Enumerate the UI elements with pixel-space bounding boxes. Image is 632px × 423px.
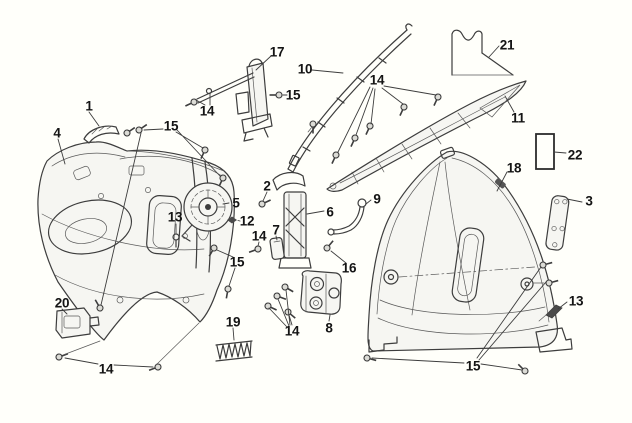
- part-17-bracket: [183, 55, 273, 142]
- callout-20: 20: [54, 295, 70, 311]
- part-9-lever: [327, 198, 372, 236]
- screw-15-right-of-bracket: [268, 91, 288, 99]
- callout-10: 10: [297, 61, 313, 77]
- inner-cover-panel: [367, 146, 573, 353]
- callout-15: 15: [285, 87, 301, 103]
- screws-15-lower-left: [205, 243, 236, 300]
- clip-13-left: [172, 223, 180, 248]
- callout-15: 15: [229, 254, 245, 270]
- callout-12: 12: [239, 213, 255, 229]
- callout-1: 1: [85, 98, 93, 114]
- front-cover-panel: [37, 141, 235, 341]
- callout-14: 14: [251, 228, 267, 244]
- callout-14: 14: [98, 361, 114, 377]
- callout-2: 2: [263, 178, 271, 194]
- bolt-16: [321, 237, 347, 264]
- screws-14-bottom: [54, 322, 200, 374]
- callout-19: 19: [225, 314, 241, 330]
- part-1-garnish: [83, 111, 120, 144]
- callout-5: 5: [232, 195, 240, 211]
- part-6-bracket: [272, 171, 325, 269]
- callout-22: 22: [567, 147, 583, 163]
- callout-14: 14: [199, 103, 215, 119]
- screw-2: [257, 191, 273, 209]
- callout-3: 3: [585, 193, 593, 209]
- callout-8: 8: [325, 320, 333, 336]
- callout-14: 14: [284, 323, 300, 339]
- screws-14-strip: [328, 85, 443, 166]
- part-20-latch: [55, 307, 100, 339]
- part-22-rectangle: [535, 133, 567, 170]
- part-19-spring: [215, 327, 253, 362]
- callout-11: 11: [511, 110, 525, 126]
- callout-15: 15: [465, 358, 481, 374]
- part-11-garnish: [326, 80, 527, 192]
- pin-12: [227, 216, 241, 224]
- part-21-outline: [451, 29, 514, 76]
- screws-15-inner-cover: [362, 258, 560, 377]
- screws-15-upper-left: [91, 121, 228, 313]
- callout-9: 9: [373, 191, 381, 207]
- part-8-lock: [263, 270, 342, 328]
- part-7-clip: [247, 235, 285, 260]
- callout-7: 7: [272, 222, 280, 238]
- callout-4: 4: [53, 125, 61, 141]
- callout-21: 21: [499, 37, 515, 53]
- callout-6: 6: [326, 204, 334, 220]
- leader-4: [57, 138, 66, 165]
- callout-15: 15: [163, 118, 179, 134]
- part-10-strip: [287, 23, 413, 173]
- callout-14: 14: [369, 72, 385, 88]
- part-5-horn: [181, 182, 233, 242]
- callout-13: 13: [167, 209, 183, 225]
- clip-13-right: [538, 301, 568, 322]
- callout-17: 17: [269, 44, 285, 60]
- callout-13: 13: [568, 293, 584, 309]
- callout-18: 18: [506, 160, 522, 176]
- callout-16: 16: [341, 260, 357, 276]
- part-3-plate: [545, 195, 583, 251]
